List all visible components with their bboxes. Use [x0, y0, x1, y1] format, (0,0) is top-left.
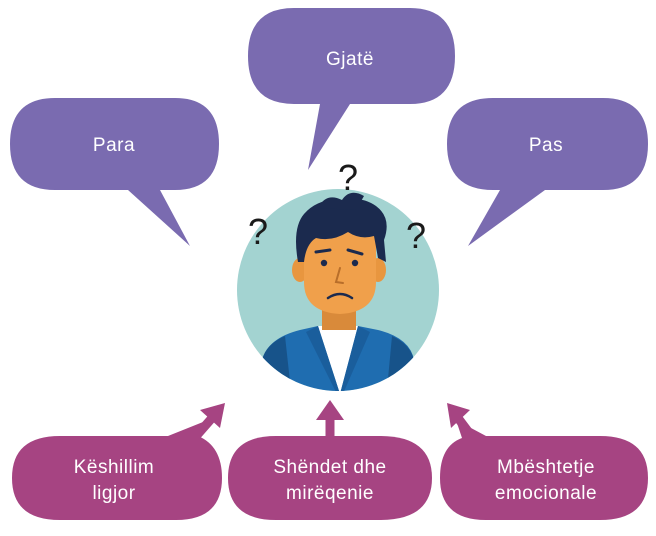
support-bubble-health-line2: mirëqenie: [286, 483, 374, 504]
arrow-health: [316, 400, 344, 445]
arrow-emotional: [447, 403, 487, 455]
person-eyebrow-left: [314, 248, 332, 254]
speech-bubble-before: Para: [10, 98, 219, 246]
speech-bubble-before-shape: [10, 98, 219, 246]
support-bubble-emotional: Mbështetje emocionale: [440, 420, 648, 520]
speech-bubble-after-label: Pas: [529, 135, 563, 156]
support-bubble-health: Shëndet dhe mirëqenie: [228, 436, 432, 520]
person-shirt: [318, 326, 358, 391]
support-bubble-legal: Këshillim ligjor: [12, 420, 222, 520]
speech-bubble-before-label: Para: [93, 135, 135, 156]
question-mark-top: ?: [338, 157, 358, 198]
speech-bubble-during-label: Gjatë: [326, 49, 374, 70]
support-bubble-legal-line2: ligjor: [92, 483, 135, 504]
person-hair-tuft: [318, 192, 364, 210]
arrow-health-head: [316, 400, 344, 420]
question-mark-left: ?: [248, 211, 268, 252]
arrow-legal: [179, 403, 225, 455]
person-eye-right: [351, 259, 359, 267]
speech-bubble-after-shape: [447, 98, 648, 246]
person-illustration: [237, 189, 439, 391]
support-bubble-emotional-line1: Mbështetje: [497, 457, 595, 478]
support-bubble-health-shape: [228, 436, 432, 520]
speech-bubble-during: Gjatë: [248, 8, 455, 170]
person-hair: [296, 198, 387, 262]
person-eyebrow-right: [346, 248, 364, 256]
person-nose: [334, 267, 344, 284]
speech-bubble-during-shape: [248, 8, 455, 170]
person-lapel-right: [340, 326, 370, 391]
speech-bubble-after: Pas: [447, 98, 648, 246]
person-mouth: [326, 292, 354, 300]
person-lapel-left: [306, 326, 340, 391]
person-face: [304, 218, 376, 314]
support-bubble-legal-line1: Këshillim: [74, 457, 155, 478]
support-bubble-health-line1: Shëndet dhe: [273, 457, 386, 478]
question-mark-right: ?: [406, 215, 426, 256]
arrow-emotional-head: [447, 403, 470, 428]
support-bubble-emotional-shape: [440, 420, 648, 520]
person-eye-left: [320, 259, 328, 267]
support-bubble-legal-shape: [12, 420, 222, 520]
support-bubble-emotional-line2: emocionale: [495, 483, 597, 504]
arrow-legal-head: [200, 403, 225, 428]
